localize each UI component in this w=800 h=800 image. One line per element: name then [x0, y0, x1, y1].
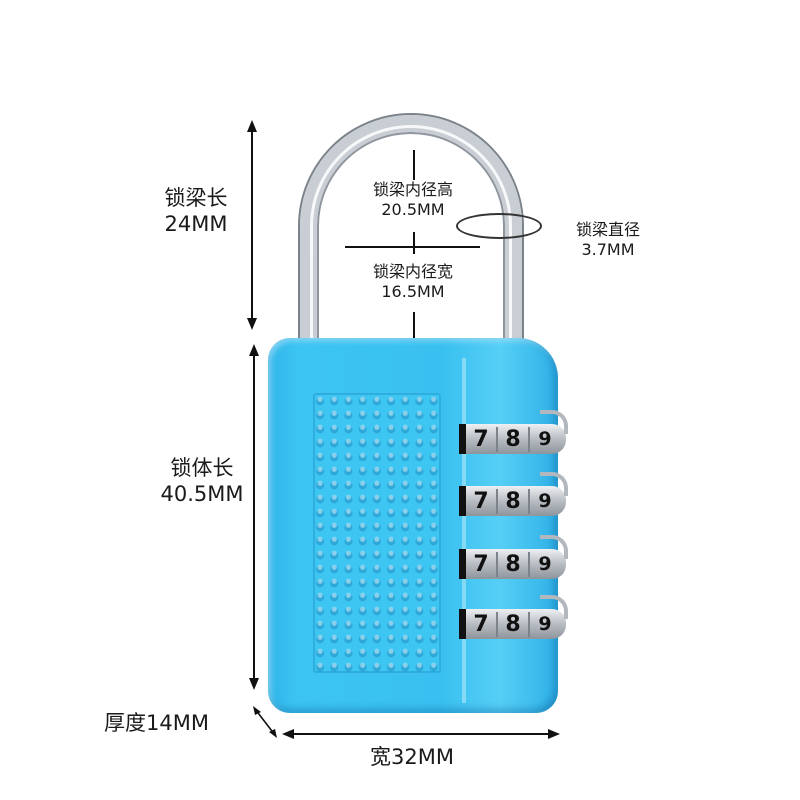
body-length-arrow: [253, 350, 255, 685]
dial-digit: 9: [538, 613, 552, 635]
arrow-right-icon: [548, 729, 560, 739]
dial-digit: 8: [498, 551, 530, 577]
arrow-up-icon: [249, 344, 259, 356]
shackle-length-value: 24MM: [164, 212, 228, 237]
dial-digit: 8: [498, 611, 530, 637]
shackle-inner-width-value: 16.5MM: [381, 282, 445, 301]
width-arrow: [290, 733, 552, 735]
body-length-value: 40.5MM: [160, 482, 244, 507]
shackle-inner-height-value: 20.5MM: [381, 200, 445, 219]
combination-dial-3[interactable]: 7 8 9: [459, 535, 568, 579]
inner-width-guide-tail: [413, 312, 415, 338]
dial-digit: 7: [466, 611, 498, 637]
body-side-ridge: [462, 358, 466, 703]
inner-height-guide-line-lower: [413, 232, 415, 254]
textured-grip-panel: [313, 393, 441, 673]
thickness-label: 厚度14MM: [104, 711, 209, 735]
shackle-inner-height-title: 锁梁内径高: [372, 180, 453, 199]
inner-width-guide-line: [345, 246, 480, 248]
arrow-up-icon: [247, 120, 257, 132]
shackle-length-title: 锁梁长: [164, 186, 228, 210]
shackle-diameter-label: 锁梁直径 3.7MM: [558, 220, 658, 260]
dial-digit: 8: [498, 426, 530, 452]
dial-digit: 7: [466, 488, 498, 514]
inner-height-guide-line: [413, 150, 415, 180]
shackle-diameter-value: 3.7MM: [581, 240, 635, 259]
thickness-diagonal-arrow: [250, 705, 280, 739]
shackle-inner-width-title: 锁梁内径宽: [372, 262, 453, 281]
shackle-diameter-title: 锁梁直径: [575, 220, 640, 239]
dial-digit: 9: [538, 490, 552, 512]
arrow-down-icon: [249, 678, 259, 690]
combination-dial-2[interactable]: 7 8 9: [459, 472, 568, 516]
shackle-length-label: 锁梁长 24MM: [148, 185, 244, 238]
arrow-left-icon: [282, 729, 294, 739]
arrow-down-icon: [247, 318, 257, 330]
shackle-inner-width-label: 锁梁内径宽 16.5MM: [348, 262, 478, 302]
body-length-title: 锁体长: [170, 456, 234, 480]
width-label: 宽32MM: [370, 745, 454, 769]
combination-dial-1[interactable]: 7 8 9: [459, 410, 568, 454]
body-length-label: 锁体长 40.5MM: [150, 455, 254, 508]
shackle-diameter-ellipse-icon: [456, 213, 542, 239]
shackle-inner-height-label: 锁梁内径高 20.5MM: [348, 180, 478, 220]
combination-dial-4[interactable]: 7 8 9: [459, 595, 568, 639]
dial-digit: 8: [498, 488, 530, 514]
dial-digit: 9: [538, 428, 552, 450]
dial-digit: 7: [466, 426, 498, 452]
shackle-length-arrow: [251, 125, 253, 325]
dial-digit: 7: [466, 551, 498, 577]
dial-digit: 9: [538, 553, 552, 575]
